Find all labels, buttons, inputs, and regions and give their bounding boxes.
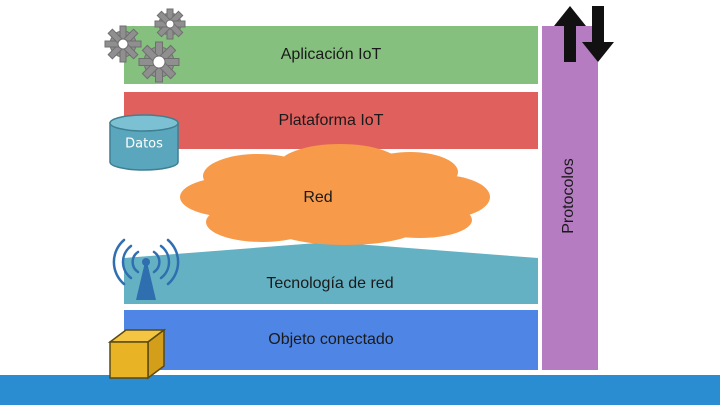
cube-icon: [107, 328, 167, 380]
network-technology-label: Tecnología de red: [266, 275, 394, 292]
connected-object-layer-label: Objeto conectado: [268, 331, 394, 348]
antenna-icon: [112, 238, 180, 300]
application-layer-label: Aplicación IoT: [280, 46, 382, 63]
bidirectional-arrows-icon: [554, 6, 614, 62]
connected-object-layer: Objeto conectado: [124, 310, 538, 370]
platform-layer: Plataforma IoT: [124, 92, 538, 149]
database-icon: [109, 114, 179, 171]
application-layer: Aplicación IoT: [124, 26, 538, 84]
protocols-bar: [542, 26, 598, 370]
platform-layer-label: Plataforma IoT: [278, 111, 384, 129]
gears-icon: [104, 8, 186, 83]
database-label: Datos: [125, 136, 163, 152]
footer-bar: [0, 375, 720, 405]
network-label: Red: [303, 189, 333, 206]
network-cloud: [180, 144, 490, 245]
network-technology-layer: [124, 242, 538, 304]
